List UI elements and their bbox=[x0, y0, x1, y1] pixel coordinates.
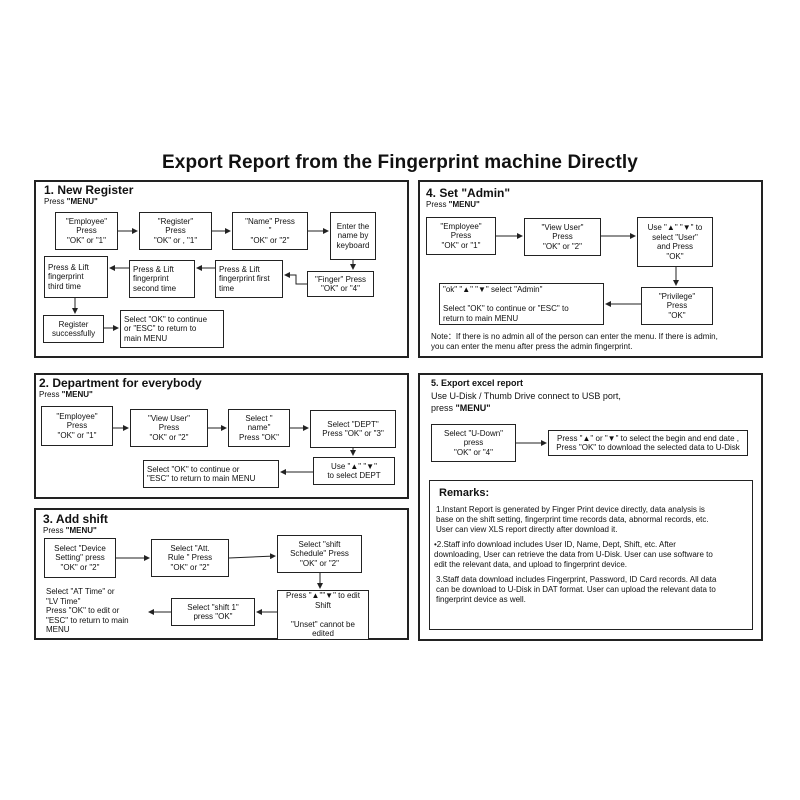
panel-set-admin bbox=[418, 180, 763, 358]
press-menu-instruction: Press "MENU" bbox=[426, 200, 480, 209]
step-press-lift-second: Press & Lift fingerprint second time bbox=[129, 260, 195, 298]
remark-item: 1.Instant Report is generated by Finger … bbox=[436, 505, 709, 534]
step-register: "Register" Press "OK" or , "1" bbox=[139, 212, 212, 250]
step-select-ok-continue: Select "OK" to continue or "ESC" to retu… bbox=[120, 310, 224, 348]
remarks-title: Remarks: bbox=[439, 487, 490, 499]
step-view-user: "View User" Press "OK" or "2" bbox=[130, 409, 208, 447]
step-enter-name: Enter the name by keyboard bbox=[330, 212, 376, 260]
step-select-name: Select " name" Press "OK" bbox=[228, 409, 290, 447]
section-heading-add-shift: 3. Add shift bbox=[43, 512, 108, 526]
section-heading-new-register: 1. New Register bbox=[44, 183, 134, 197]
panel-export-report bbox=[418, 373, 763, 641]
step-select-ok-continue: Select "OK" to continue or "ESC" to retu… bbox=[143, 460, 279, 488]
step-employee: "Employee" Press "OK" or "1" bbox=[426, 217, 496, 255]
step-view-user: "View User" Press "OK" or "2" bbox=[524, 218, 601, 256]
step-name: "Name" Press " "OK" or "2" bbox=[232, 212, 308, 250]
admin-note: Note：If there is no admin all of the per… bbox=[431, 332, 718, 351]
step-use-arrows-dept: Use "▲" "▼" to select DEPT bbox=[313, 457, 395, 485]
step-press-lift-first: Press & Lift fingerprint first time bbox=[215, 260, 283, 298]
usb-instruction: Use U-Disk / Thumb Drive connect to USB … bbox=[431, 391, 621, 401]
step-select-shift-1: Select "shift 1" press "OK" bbox=[171, 598, 255, 626]
step-employee: "Employee" Press "OK" or "1" bbox=[41, 406, 113, 446]
step-employee: "Employee" Press "OK" or "1" bbox=[55, 212, 118, 250]
press-menu-instruction: Press "MENU" bbox=[43, 526, 97, 535]
press-menu-instruction: Press "MENU" bbox=[39, 390, 93, 399]
press-menu-instruction: press "MENU" bbox=[431, 403, 491, 413]
press-menu-instruction: Press "MENU" bbox=[44, 197, 98, 206]
section-heading-set-admin: 4. Set "Admin" bbox=[426, 186, 511, 200]
panel-new-register bbox=[34, 180, 409, 358]
step-register-successfully: Register successfully bbox=[43, 315, 104, 343]
step-edit-shift: Press "▲""▼" to edit Shift "Unset" canno… bbox=[277, 590, 369, 640]
step-press-lift-third: Press & Lift fingerprint third time bbox=[44, 256, 108, 298]
section-heading-export: 5. Export excel report bbox=[431, 378, 524, 388]
panel-department bbox=[34, 373, 409, 499]
step-att-rule: Select "Att. Rule " Press "OK" or "2" bbox=[151, 539, 229, 577]
step-select-user: Use "▲" "▼" to select "User" and Press "… bbox=[637, 217, 713, 267]
remarks-box bbox=[429, 480, 753, 630]
step-device-setting: Select "Device Setting" press "OK" or "2… bbox=[44, 538, 116, 578]
step-privilege: "Privilege" Press "OK" bbox=[641, 287, 713, 325]
step-shift-schedule: Select "shift Schedule" Press "OK" or "2… bbox=[277, 535, 362, 573]
remark-item: •2.Staff info download includes User ID,… bbox=[434, 540, 713, 569]
page-title: Export Report from the Fingerprint machi… bbox=[162, 152, 638, 173]
step-at-lv-time: Select "AT Time" or "LV Time" Press "OK"… bbox=[43, 585, 147, 637]
remark-item: 3.Staff data download includes Fingerpri… bbox=[436, 575, 717, 604]
step-finger: "Finger" Press "OK" or "4" bbox=[307, 271, 374, 297]
step-select-u-down: Select "U-Down" press "OK" or "4" bbox=[431, 424, 516, 462]
panel-add-shift bbox=[34, 508, 409, 640]
step-select-admin: "ok" "▲" "▼" select "Admin" Select "OK" … bbox=[439, 283, 604, 325]
step-select-dates: Press "▲" or "▼" to select the begin and… bbox=[548, 430, 748, 456]
section-heading-department: 2. Department for everybody bbox=[39, 376, 202, 390]
step-select-dept: Select "DEPT" Press "OK" or "3" bbox=[310, 410, 396, 448]
